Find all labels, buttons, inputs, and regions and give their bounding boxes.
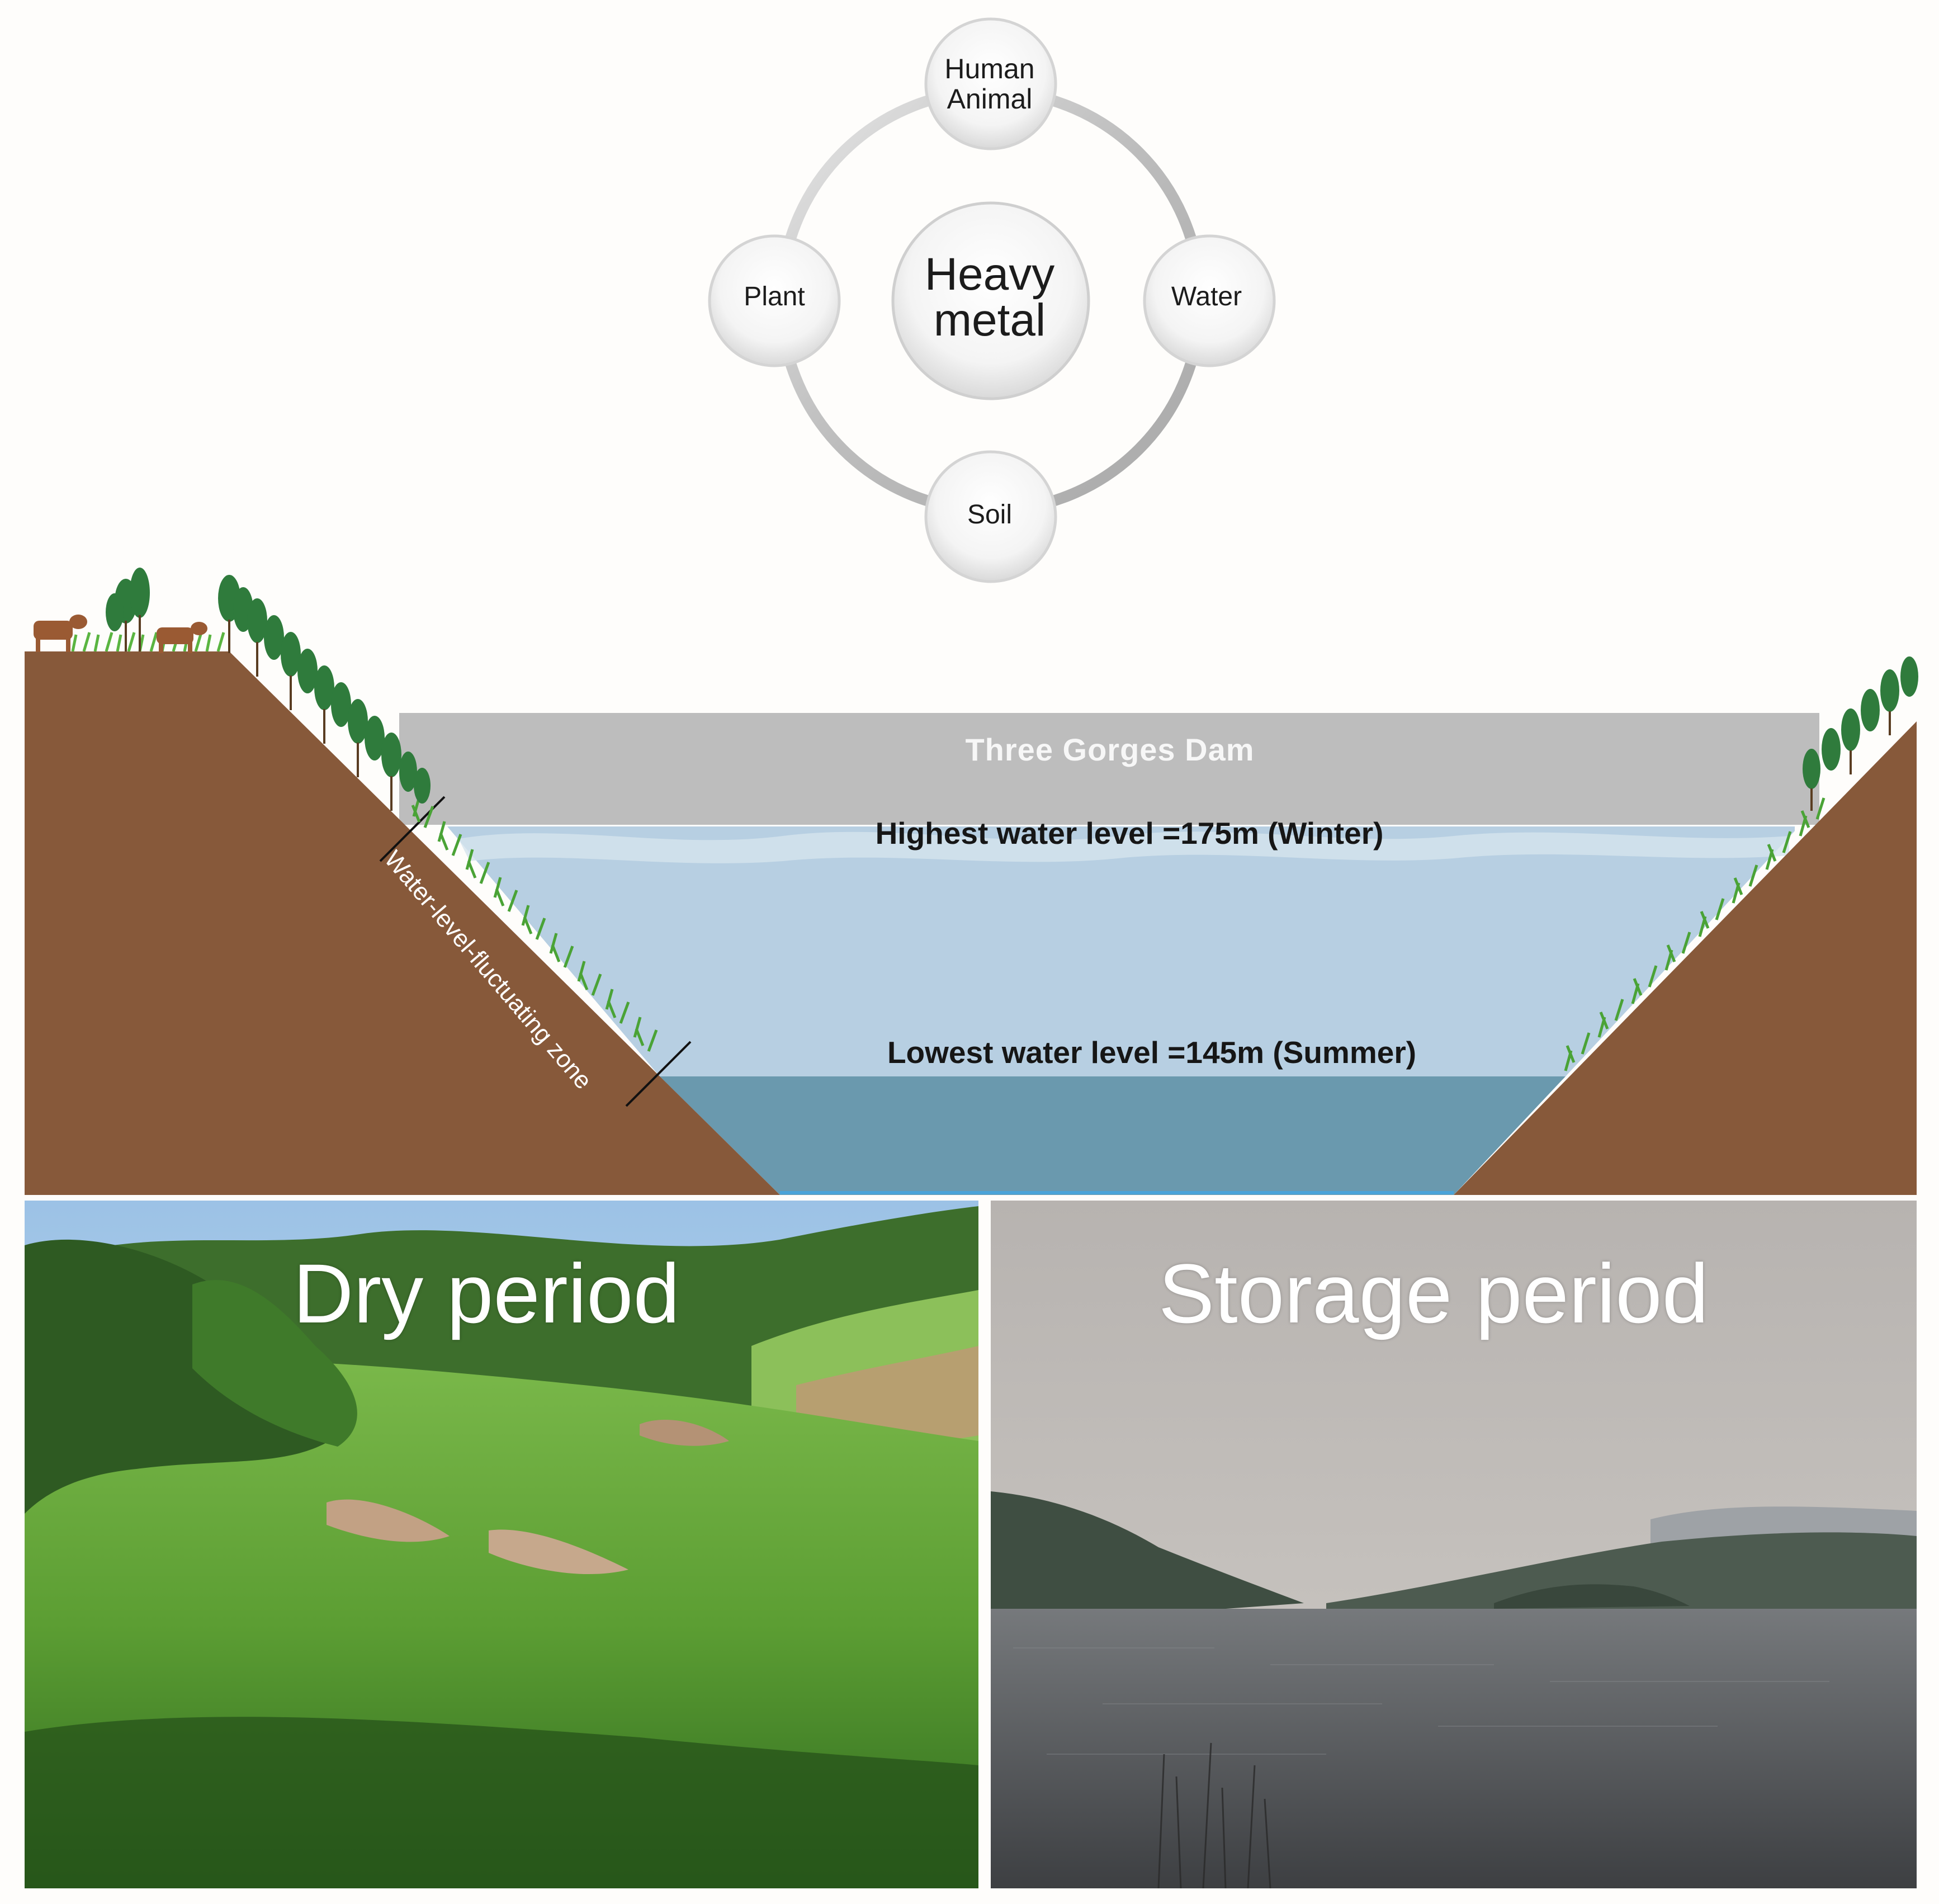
dry-period-title: Dry period <box>293 1246 680 1340</box>
lowest-water-level-label: Lowest water level =145m (Summer) <box>887 1035 1417 1070</box>
node-bubble-right <box>1143 234 1276 367</box>
center-label-line1: Heavy <box>924 249 1055 300</box>
node-plant-label: Plant <box>744 282 805 311</box>
left-slope-grass <box>411 796 658 1052</box>
dry-period-photo: Dry period <box>25 1201 978 1888</box>
storage-period-photo: Storage period <box>991 1201 1917 1888</box>
node-bubble-top <box>924 17 1057 150</box>
right-slope-grass <box>1564 797 1826 1071</box>
hilltop-grass <box>71 632 225 652</box>
node-bubble-left <box>708 234 841 367</box>
node-human-label: Human <box>944 53 1035 84</box>
zone-lower-mark <box>625 1041 692 1107</box>
node-human-animal: Human Animal <box>917 54 1062 114</box>
dam-label: Three Gorges Dam <box>965 732 1255 767</box>
node-soil-label: Soil <box>967 500 1013 530</box>
left-bank <box>25 651 780 1195</box>
dam-bar <box>399 713 1819 825</box>
water-waves <box>458 831 1789 863</box>
upper-water <box>447 826 1795 1076</box>
center-bubble <box>891 201 1090 400</box>
storage-period-title: Storage period <box>1158 1246 1709 1340</box>
lower-water <box>660 1076 1566 1195</box>
node-animal-label: Animal <box>947 83 1033 115</box>
reservoir-cross-section <box>25 568 1918 1195</box>
center-label-line2: metal <box>933 295 1046 346</box>
cattle-icon <box>34 615 207 653</box>
right-bank <box>1454 721 1917 1195</box>
node-water-label: Water <box>1171 282 1242 311</box>
cycle-diagram <box>708 17 1276 583</box>
center-label: Heavy metal <box>872 252 1107 343</box>
left-trees <box>106 568 431 811</box>
right-trees <box>1803 656 1918 811</box>
highest-water-level-label: Highest water level =175m (Winter) <box>875 816 1384 851</box>
node-bubble-bottom <box>924 450 1057 583</box>
